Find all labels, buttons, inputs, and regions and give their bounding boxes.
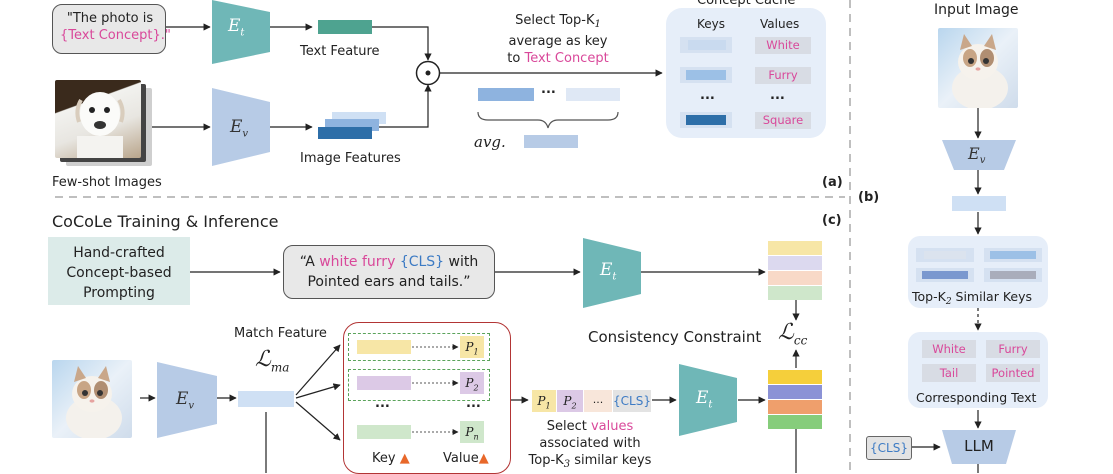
- section-title: CoCoLe Training & Inference: [52, 212, 279, 231]
- values-header: Values: [760, 17, 800, 31]
- image-feature-right: [952, 196, 1006, 211]
- input-cat-image-right: [938, 28, 1018, 108]
- llm-block: [942, 430, 1016, 464]
- prompt-token-p2: P2: [557, 390, 583, 412]
- keys-header: Keys: [697, 17, 726, 31]
- image-feature-1: [318, 127, 372, 139]
- fire-icon: ▲: [478, 451, 489, 466]
- loss-cc: ℒcc: [778, 320, 808, 348]
- avg-input-feature-n: [566, 88, 620, 101]
- corresponding-text-label: Corresponding Text: [916, 390, 1037, 405]
- text-encoder-top-label: Et: [228, 16, 245, 39]
- similar-key-4: [990, 271, 1036, 279]
- few-shot-dog-image: [55, 80, 141, 158]
- cache-values-ellipsis: ...: [770, 88, 785, 103]
- dot-product-operator: [415, 60, 441, 86]
- word-white: White: [922, 340, 976, 358]
- visual-encoder-top: [212, 88, 270, 166]
- concept-prompt-text: “A white furry {CLS} with Pointed ears a…: [299, 254, 479, 290]
- select-values-text: Select values associated with Top-K3 sim…: [528, 419, 652, 470]
- memory-value-p2: P2: [460, 372, 484, 394]
- concept-prompt-box: [283, 245, 495, 299]
- text-encoder-bottom: [679, 364, 737, 436]
- memory-key-n: [357, 425, 411, 439]
- memory-keys-ellipsis: ...: [375, 396, 390, 411]
- input-image-label: Input Image: [934, 2, 1019, 18]
- concept-feature-2: [768, 256, 822, 270]
- prompt-token-cls: {CLS}: [613, 390, 651, 412]
- few-shot-label: Few-shot Images: [52, 175, 162, 190]
- prompt-template-box: [52, 4, 166, 54]
- similar-key-2: [990, 251, 1036, 259]
- concept-feature-4: [768, 286, 822, 300]
- handcrafted-prompting-text: Hand-crafted Concept-based Prompting: [66, 245, 172, 301]
- cache-keys-ellipsis: ...: [700, 88, 715, 103]
- cache-value-white: White: [755, 37, 811, 54]
- llm-label: LLM: [964, 437, 994, 455]
- cache-value-furry: Furry: [755, 67, 811, 84]
- concept-feature-1: [768, 241, 822, 255]
- text-encoder-middle: [583, 238, 641, 308]
- match-feature-label: Match Feature: [234, 326, 327, 341]
- fire-icon: ▲: [399, 451, 410, 466]
- panel-label-a: (a): [822, 175, 843, 190]
- consistency-constraint-label: Consistency Constraint: [588, 328, 762, 346]
- memory-values-ellipsis: ...: [466, 396, 481, 411]
- similar-key-1: [924, 251, 966, 259]
- loss-ma: ℒma: [255, 347, 290, 375]
- cache-value-square: Square: [755, 112, 811, 129]
- avg-input-feature-1: [478, 88, 534, 101]
- avg-ellipsis: ...: [541, 82, 556, 97]
- input-cat-image-bottom: [52, 360, 132, 438]
- visual-encoder-bottom: [157, 362, 217, 438]
- memory-value-p1: P1: [460, 336, 484, 358]
- similar-key-3: [922, 271, 968, 279]
- concept-cache-title: Concept Cache: [697, 0, 796, 8]
- image-features-label: Image Features: [300, 151, 401, 166]
- concept-feature-3: [768, 271, 822, 285]
- prompt-feature-2: [768, 385, 822, 399]
- visual-encoder-top-label: Ev: [230, 117, 249, 140]
- text-encoder-middle-label: Et: [600, 260, 617, 283]
- select-topk1-text: Select Top-K1 average as key to Text Con…: [507, 13, 609, 66]
- word-furry: Furry: [986, 340, 1040, 358]
- word-pointed: Pointed: [986, 364, 1040, 382]
- cls-token-right: {CLS}: [866, 436, 912, 460]
- top-k2-label: Top-K2 Similar Keys: [912, 289, 1032, 307]
- handcrafted-prompting-box: [48, 237, 190, 305]
- visual-encoder-bottom-label: Ev: [176, 389, 195, 412]
- prompt-concept: {Text Concept}.": [60, 28, 171, 43]
- avg-label: avg.: [474, 133, 506, 151]
- prompt-template-text: "The photo is {Text Concept}.": [60, 10, 171, 44]
- avg-output-feature: [524, 135, 578, 148]
- visual-encoder-right: [942, 140, 1016, 170]
- memory-key-2: [357, 376, 411, 390]
- text-feature-bar: [318, 20, 372, 34]
- prompt-feature-1: [768, 370, 822, 384]
- key-label: Key ▲: [372, 451, 410, 466]
- panel-label-c: (c): [822, 213, 842, 228]
- visual-encoder-right-label: Ev: [968, 144, 986, 167]
- prompt-prefix: "The photo is: [66, 11, 154, 26]
- memory-value-pn: Pn: [460, 421, 484, 443]
- text-feature-label: Text Feature: [300, 44, 380, 59]
- avg-brace: [477, 111, 619, 129]
- text-encoder-top: [212, 0, 270, 64]
- value-label: Value▲: [443, 451, 489, 466]
- image-feature-bottom: [238, 391, 294, 407]
- prompt-feature-3: [768, 400, 822, 414]
- text-encoder-bottom-label: Et: [696, 388, 713, 411]
- prompt-token-p1: P1: [532, 390, 556, 412]
- panel-label-b: (b): [858, 190, 880, 205]
- prompt-token-ellipsis: ...: [584, 390, 612, 412]
- prompt-feature-4: [768, 415, 822, 429]
- memory-key-1: [357, 340, 411, 354]
- word-tail: Tail: [922, 364, 976, 382]
